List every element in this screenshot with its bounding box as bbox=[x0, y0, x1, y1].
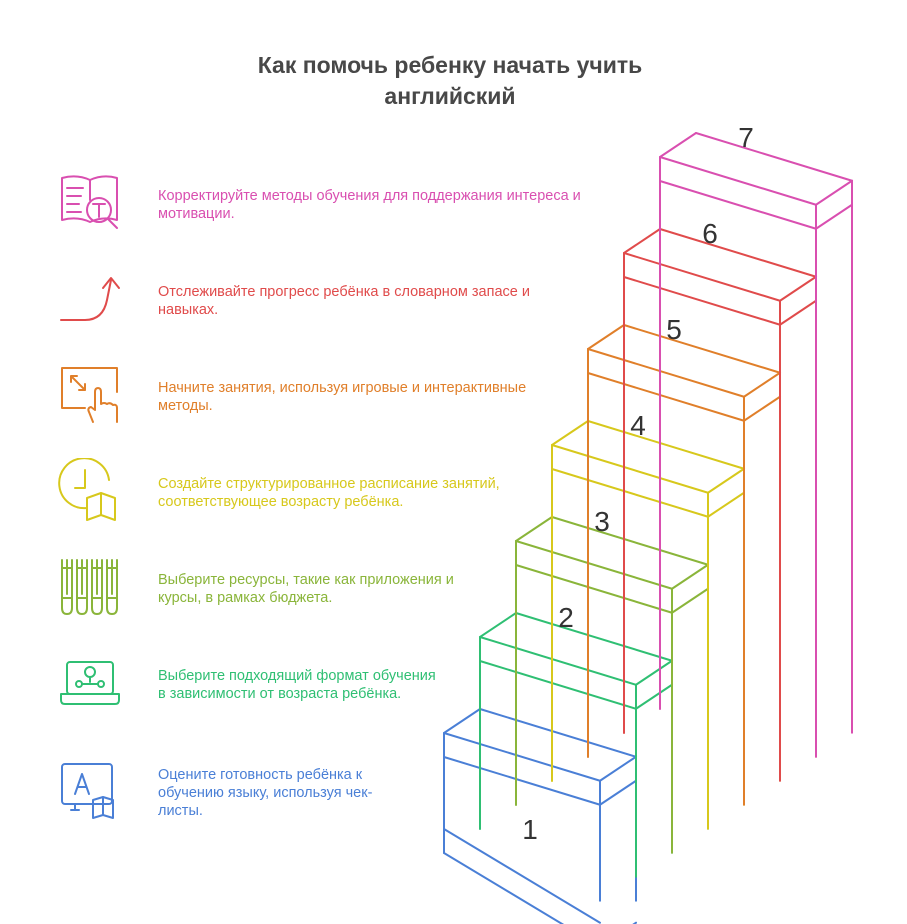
online-class-laptop-icon bbox=[60, 661, 120, 705]
steps-group: 1 2 3 4 5 6 7 bbox=[443, 122, 853, 924]
step-5-edge bbox=[587, 372, 745, 422]
step-4-edge bbox=[551, 444, 709, 494]
tablet-letter-a-book-icon bbox=[61, 763, 114, 819]
step-6-text: Отслеживайте прогресс ребёнка в словарно… bbox=[158, 284, 530, 318]
step-2-number: 2 bbox=[558, 602, 574, 633]
step-4-text: Создайте структурированное расписание за… bbox=[158, 476, 500, 510]
step-7-number: 7 bbox=[738, 122, 754, 153]
step-1-edge bbox=[443, 756, 601, 806]
step-3-edge bbox=[671, 587, 709, 614]
step-5-number: 5 bbox=[666, 314, 682, 345]
step-2-edge bbox=[635, 683, 673, 710]
step-3-edge bbox=[551, 516, 709, 566]
step-3-text: Выберите ресурсы, такие как приложения и… bbox=[158, 572, 454, 606]
pencils-resources-icon bbox=[61, 559, 118, 615]
step-4-edge bbox=[587, 420, 745, 470]
step-2-edge bbox=[635, 659, 673, 686]
touch-screen-interactive-icon bbox=[61, 367, 118, 423]
step-4-edge bbox=[707, 491, 745, 518]
step-1-edge bbox=[599, 779, 637, 806]
step-6-edge bbox=[659, 228, 817, 278]
step-1-edge bbox=[479, 708, 637, 758]
step-1-text: Оцените готовность ребёнка к обучению яз… bbox=[158, 767, 373, 819]
step-7-edge bbox=[695, 132, 853, 182]
step-7-edge bbox=[815, 179, 853, 206]
step-2-edge bbox=[479, 612, 517, 638]
step-7-edge bbox=[659, 132, 697, 158]
step-6-edge bbox=[623, 252, 781, 302]
step-2-edge bbox=[515, 612, 673, 662]
step-1-edge bbox=[443, 732, 601, 782]
step-5-edge bbox=[623, 324, 781, 374]
title-line-1: Как помочь ребенку начать учить bbox=[257, 52, 643, 78]
book-magnifier-text-icon bbox=[61, 175, 118, 229]
step-1-edge bbox=[599, 755, 637, 782]
clock-book-schedule-icon bbox=[58, 458, 116, 521]
step-5-edge bbox=[743, 395, 781, 422]
step-2-edge bbox=[479, 636, 637, 686]
step-3-edge bbox=[515, 564, 673, 614]
step-3-edge bbox=[515, 540, 673, 590]
step-4-edge bbox=[551, 468, 709, 518]
step-5-edge bbox=[743, 371, 781, 398]
page-title: Как помочь ребенку начать учить английск… bbox=[0, 50, 900, 112]
step-1-edge bbox=[443, 828, 601, 924]
step-5-edge bbox=[587, 348, 745, 398]
step-3-edge bbox=[671, 563, 709, 590]
step-7-edge bbox=[659, 156, 817, 206]
step-1-number: 1 bbox=[522, 814, 538, 845]
step-6-edge bbox=[623, 276, 781, 326]
step-7-text: Корректируйте методы обучения для поддер… bbox=[158, 188, 581, 222]
step-2-edge bbox=[479, 660, 637, 710]
step-7-edge bbox=[815, 203, 853, 230]
step-1-edge bbox=[443, 852, 565, 924]
step-5-edge bbox=[587, 324, 625, 350]
step-6-edge bbox=[623, 228, 661, 254]
step-6-edge bbox=[779, 275, 817, 302]
step-5-text: Начните занятия, используя игровые и инт… bbox=[158, 380, 527, 414]
step-1-edge bbox=[443, 708, 481, 734]
step-3-edge bbox=[515, 516, 553, 542]
step-3-number: 3 bbox=[594, 506, 610, 537]
step-4-edge bbox=[707, 467, 745, 494]
title-line-2: английский bbox=[384, 83, 516, 109]
step-4-number: 4 bbox=[630, 410, 646, 441]
step-6-edge bbox=[779, 299, 817, 326]
step-6-number: 6 bbox=[702, 218, 718, 249]
step-7-edge bbox=[659, 180, 817, 230]
rising-arrow-progress-icon bbox=[60, 277, 120, 321]
step-4-edge bbox=[551, 420, 589, 446]
step-2-text: Выберите подходящий формат обучения в за… bbox=[158, 668, 436, 702]
